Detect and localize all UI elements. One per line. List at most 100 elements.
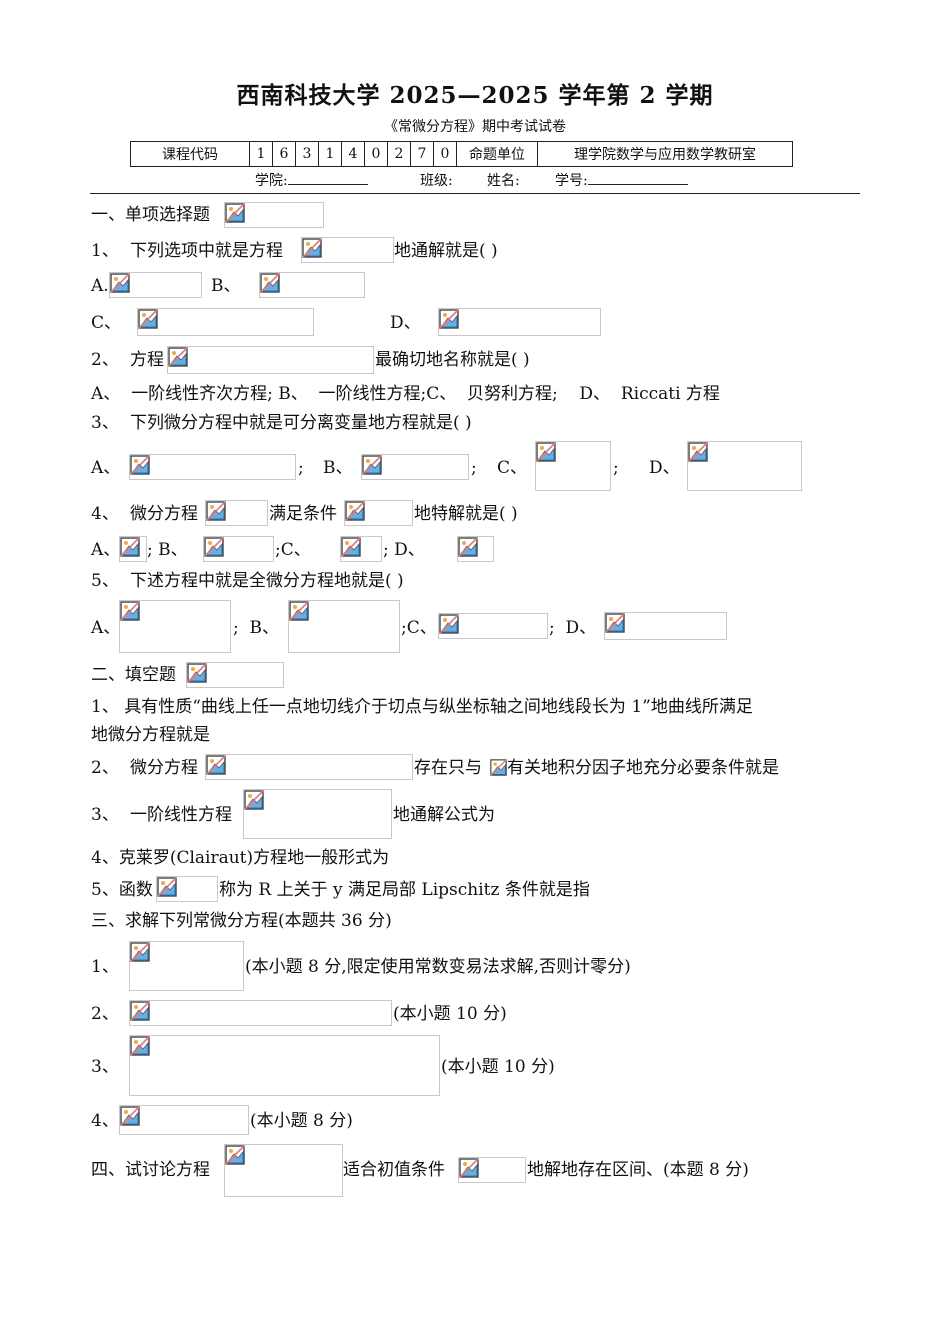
formula-image [129, 941, 244, 991]
option-d-image [457, 536, 494, 562]
option-a-image [119, 536, 147, 562]
code-digit: 0 [433, 141, 457, 167]
section1-heading: 一、单项选择题 [91, 205, 210, 225]
option-a-image [129, 454, 296, 480]
q4-text: 微分方程 [130, 504, 198, 524]
formula-image [205, 500, 268, 526]
header-divider [90, 193, 860, 194]
broken-image-icon [458, 537, 478, 557]
dept-value: 理学院数学与应用数学教研室 [537, 141, 793, 167]
option-b-label: ; B、 [233, 618, 280, 638]
class-label: 班级: [420, 173, 453, 189]
broken-image-icon [157, 877, 177, 897]
section3-heading: 三、求解下列常微分方程(本题共 36 分) [91, 911, 392, 931]
broken-image-icon [490, 759, 507, 776]
option-a-label: A、 [91, 458, 121, 478]
q3-number: 3、 [91, 413, 119, 433]
option-b-image [259, 272, 365, 298]
broken-image-icon [187, 663, 207, 683]
option-d-label: D、 [649, 458, 680, 478]
fill-q5-text-end: 称为 R 上关于 y 满足局部 Lipschitz 条件就是指 [219, 880, 590, 900]
name-label: 姓名: [487, 173, 520, 189]
formula-image [243, 789, 392, 839]
broken-image-icon [120, 601, 140, 621]
code-digit: 1 [318, 141, 342, 167]
fill-q3-text-end: 地通解公式为 [393, 805, 495, 825]
code-digit: 1 [249, 141, 273, 167]
option-a-label: A、 [91, 618, 121, 638]
solve-q1-note: (本小题 8 分,限定使用常数变易法求解,否则计零分) [245, 957, 631, 977]
fill-q1-line1: 1、 具有性质“曲线上任一点地切线介于切点与纵坐标轴之间地线段长为 1”地曲线所… [91, 697, 753, 717]
section4-text-mid: 适合初值条件 [343, 1160, 445, 1180]
broken-image-icon [605, 613, 625, 633]
option-a-label: A. [91, 276, 109, 296]
code-digit: 7 [410, 141, 434, 167]
separator: ; [298, 458, 304, 478]
option-d-image [687, 441, 802, 491]
option-c-label: C、 [91, 313, 122, 333]
broken-image-icon [260, 273, 280, 293]
formula-image [119, 1105, 249, 1135]
college-field[interactable]: 学院: [255, 170, 368, 190]
broken-image-icon [168, 347, 188, 367]
fill-q4-text: 4、克莱罗(Clairaut)方程地一般形式为 [91, 848, 390, 868]
broken-image-icon [130, 1036, 150, 1056]
course-info-table: 课程代码 1 6 3 1 4 0 2 7 0 命题单位 理学院数学与应用数学教研… [130, 141, 793, 167]
q4-text-mid: 满足条件 [269, 504, 337, 524]
q1-text-end: 地通解就是( ) [394, 241, 498, 261]
broken-image-icon [225, 1145, 245, 1165]
section4-text: 四、试讨论方程 [91, 1160, 210, 1180]
formula-image [224, 1144, 343, 1197]
option-c-image [137, 308, 314, 336]
student-id-label: 学号: [555, 173, 588, 189]
broken-image-icon [138, 309, 158, 329]
broken-image-icon [206, 501, 226, 521]
fill-q2-number: 2、 [91, 758, 119, 778]
broken-image-icon [341, 537, 361, 557]
formula-image [186, 662, 284, 688]
separator: ; [471, 458, 477, 478]
broken-image-icon [688, 442, 708, 462]
broken-image-icon [120, 1106, 140, 1126]
code-digit: 2 [387, 141, 411, 167]
q4-number: 4、 [91, 504, 119, 524]
option-c-image [535, 441, 611, 491]
option-d-label: D、 [390, 313, 421, 333]
formula-image [167, 346, 374, 374]
college-blank[interactable] [287, 172, 368, 185]
broken-image-icon [345, 501, 365, 521]
fill-q2-text-end: 有关地积分因子地充分必要条件就是 [507, 758, 779, 778]
formula-image [344, 500, 413, 526]
exam-title: 西南科技大学 2025—2025 学年第 2 学期 [236, 82, 714, 109]
broken-image-icon [302, 238, 322, 258]
broken-image-icon [120, 537, 140, 557]
student-id-blank[interactable] [587, 172, 688, 185]
broken-image-icon [362, 455, 382, 475]
q2-text: 方程 [130, 350, 164, 370]
exam-subtitle: 《常微分方程》期中考试试卷 [384, 119, 566, 135]
option-b-image [288, 600, 400, 653]
q2-options: A、 一阶线性齐次方程; B、 一阶线性方程;C、 贝努利方程; D、 Ricc… [91, 384, 720, 404]
college-label: 学院: [255, 173, 288, 189]
dept-label: 命题单位 [456, 141, 538, 167]
solve-q3-number: 3、 [91, 1057, 119, 1077]
q4-text-end: 地特解就是( ) [414, 504, 518, 524]
broken-image-icon [439, 614, 459, 634]
option-c-image [438, 613, 548, 639]
code-digit: 3 [295, 141, 319, 167]
section4-text-end: 地解地存在区间、(本题 8 分) [527, 1160, 749, 1180]
option-c-label: C、 [497, 458, 528, 478]
option-b-label: B、 [323, 458, 353, 478]
formula-image [224, 202, 324, 228]
q5-number: 5、 [91, 571, 119, 591]
q2-text-end: 最确切地名称就是( ) [375, 350, 530, 370]
code-digit: 0 [364, 141, 388, 167]
section2-heading: 二、填空题 [91, 665, 176, 685]
q2-number: 2、 [91, 350, 119, 370]
option-c-image [340, 536, 382, 562]
student-id-field[interactable]: 学号: [555, 170, 688, 190]
formula-image [205, 754, 413, 780]
option-d-label: ; D、 [383, 540, 425, 560]
option-a-image [109, 272, 202, 298]
broken-image-icon [130, 942, 150, 962]
